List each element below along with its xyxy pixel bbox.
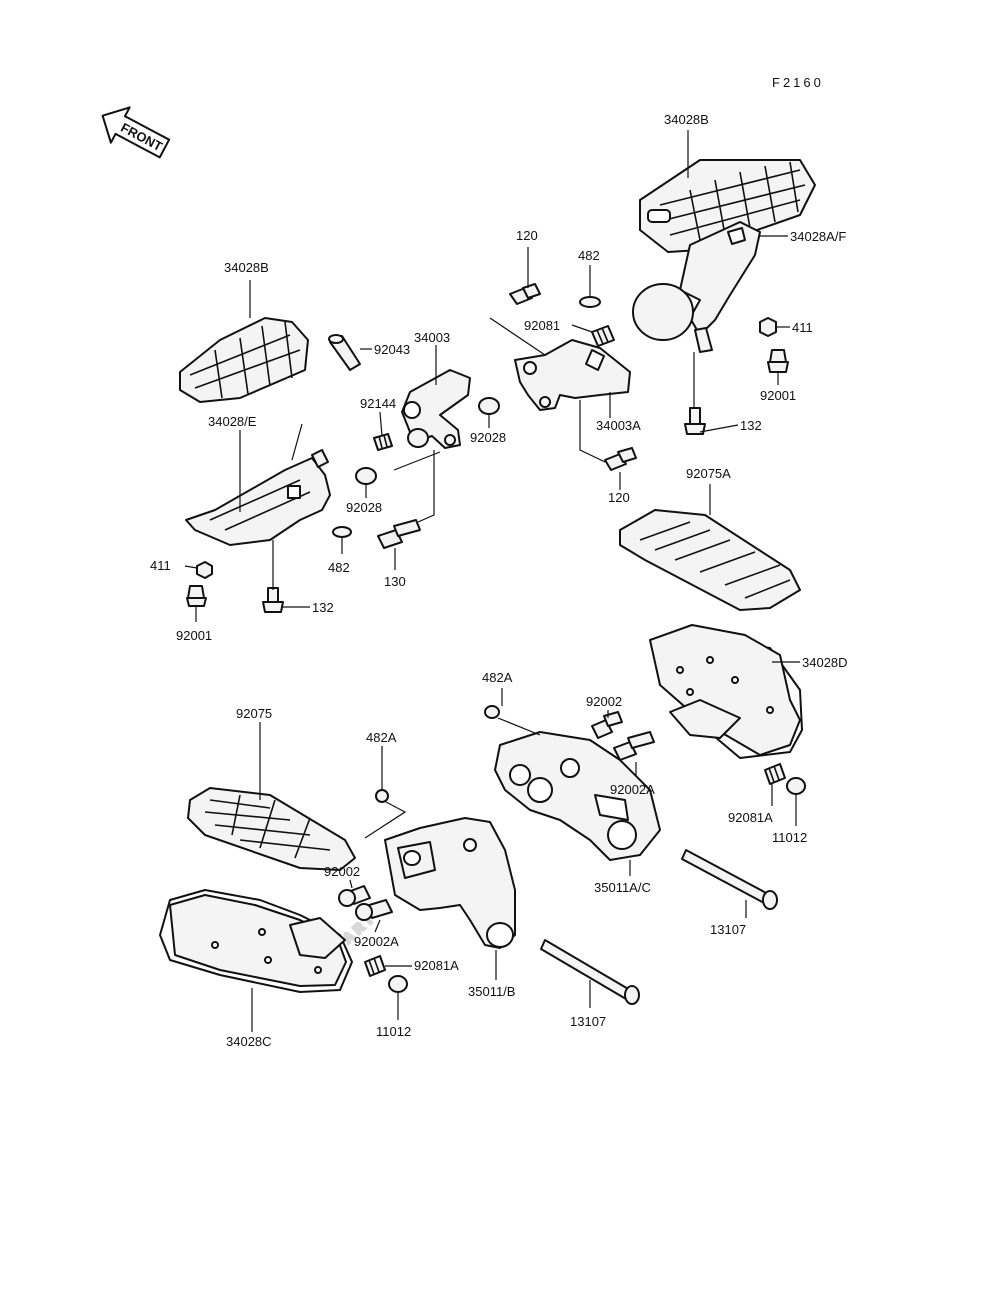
bolt-120-top — [509, 283, 541, 305]
label-34028AF: 34028A/F — [790, 229, 846, 244]
label-34003A: 34003A — [596, 418, 641, 433]
label-411-right: 411 — [792, 320, 813, 335]
label-482A-mid: 482A — [366, 730, 397, 745]
label-130: 130 — [384, 574, 406, 589]
label-92081A-left: 92081A — [414, 958, 459, 973]
floorboard-rubber-92075A — [619, 509, 801, 611]
label-132-right: 132 — [740, 418, 762, 433]
leader-lines — [184, 130, 800, 1032]
label-35011B: 35011/B — [468, 984, 515, 999]
grease-nipple-92001-right — [767, 349, 789, 373]
spring-92081A-right — [764, 763, 786, 785]
footboard-bracket-35011AC — [494, 731, 661, 861]
bolt-132-right — [684, 407, 706, 435]
bolt-92002-left — [338, 885, 371, 907]
label-482A-top: 482A — [482, 670, 513, 685]
clip-482-top — [579, 296, 601, 308]
label-34028E: 34028/E — [208, 414, 257, 429]
label-120-top: 120 — [516, 228, 538, 243]
label-92028-left: 92028 — [346, 500, 382, 515]
label-92043: 92043 — [374, 342, 410, 357]
bolt-92002A-left — [355, 899, 393, 921]
label-92075: 92075 — [236, 706, 272, 721]
label-92002A-right: 92002A — [610, 782, 655, 797]
label-34003: 34003 — [414, 330, 450, 345]
clip-482-mid — [332, 526, 352, 538]
label-92081A-right: 92081A — [728, 810, 773, 825]
floorboard-34028D — [649, 624, 803, 759]
bracket-34003A — [514, 339, 631, 411]
label-411-left: 411 — [150, 558, 171, 573]
collar-92028-left — [355, 467, 377, 485]
front-arrow-icon: FRONT — [101, 106, 171, 159]
label-13107-right: 13107 — [710, 922, 746, 937]
nut-411-left — [196, 561, 213, 579]
collar-92028-right — [478, 397, 500, 415]
part-labels: 34028B 34028A/F 411 92001 132 120 482 92… — [150, 112, 848, 1049]
peg-rubber-left — [179, 317, 309, 403]
label-11012-right: 11012 — [772, 830, 807, 845]
label-482-top: 482 — [578, 248, 600, 263]
clip-482A-mid — [375, 789, 389, 803]
label-13107-left: 13107 — [570, 1014, 606, 1029]
label-35011AC: 35011A/C — [594, 880, 651, 895]
bolt-130 — [377, 519, 421, 549]
pin-92043 — [328, 334, 361, 371]
label-92075A: 92075A — [686, 466, 731, 481]
label-92001-left: 92001 — [176, 628, 212, 643]
label-92002-left: 92002 — [324, 864, 360, 879]
label-34028B-left: 34028B — [224, 260, 269, 275]
label-92028-right: 92028 — [470, 430, 506, 445]
spring-92144 — [373, 433, 393, 451]
label-34028B-right: 34028B — [664, 112, 709, 127]
label-132-left: 132 — [312, 600, 334, 615]
peg-rubber-upper-right — [639, 159, 816, 253]
label-92002A-left: 92002A — [354, 934, 399, 949]
footboard-bracket-35011B — [384, 817, 516, 949]
spring-92081 — [591, 325, 615, 347]
grease-nipple-92001-left — [186, 585, 207, 607]
peg-bracket-34028E — [185, 449, 331, 546]
label-92002-right: 92002 — [586, 694, 622, 709]
rod-13107-left — [540, 939, 640, 1005]
bolt-120-bottom — [604, 447, 637, 471]
bolt-132-left — [262, 587, 284, 613]
bushing-11012-right — [786, 777, 806, 795]
label-34028D: 34028D — [802, 655, 848, 670]
floorboard-rubber-92075 — [187, 787, 356, 871]
clip-482A-top — [484, 705, 500, 719]
label-120-bottom: 120 — [608, 490, 630, 505]
label-92001-right: 92001 — [760, 388, 796, 403]
bushing-11012-left — [388, 975, 408, 993]
label-482-mid: 482 — [328, 560, 350, 575]
spring-92081A-left — [364, 955, 386, 977]
bracket-34003 — [401, 369, 471, 449]
floorboard-34028C — [159, 889, 353, 993]
peg-bracket-upper-right — [632, 221, 761, 353]
rod-13107-right — [681, 849, 778, 910]
bolt-92002-right — [591, 711, 623, 739]
label-92144: 92144 — [360, 396, 396, 411]
label-92081: 92081 — [524, 318, 560, 333]
label-11012-left: 11012 — [376, 1024, 411, 1039]
nut-411-right — [759, 317, 777, 337]
bolt-92002A-right — [613, 731, 655, 761]
figure-code: F2160 — [772, 75, 824, 90]
label-34028C: 34028C — [226, 1034, 272, 1049]
